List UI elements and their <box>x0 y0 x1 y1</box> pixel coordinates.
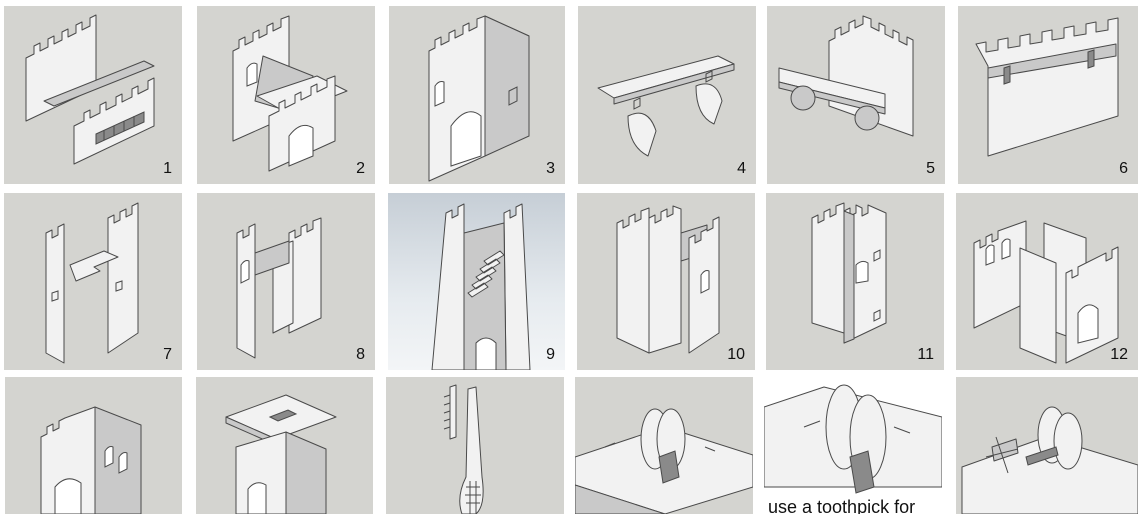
step-9-panel: 9 <box>388 193 565 370</box>
step-12-panel: 12 <box>956 193 1138 370</box>
step-3-illustration <box>428 15 530 182</box>
step-11-panel: 11 <box>766 193 944 370</box>
step-number: 8 <box>356 346 365 363</box>
step-16-panel <box>575 377 753 514</box>
step-15-panel <box>386 377 564 514</box>
step-14-illustration <box>225 394 337 514</box>
step-15-illustration <box>443 384 484 514</box>
step-1-panel: 1 <box>4 6 182 184</box>
step-17-illustration <box>764 384 942 494</box>
step-number: 5 <box>926 160 935 177</box>
step-number: 1 <box>163 160 172 177</box>
step-2-illustration <box>232 15 348 172</box>
step-2-panel: 2 <box>197 6 375 184</box>
step-number: 12 <box>1110 346 1128 363</box>
step-16-illustration <box>575 408 753 514</box>
step-8-panel: 8 <box>197 193 375 370</box>
step-1-illustration <box>25 14 155 165</box>
step-17-panel: use a toothpick for <box>764 377 942 514</box>
step-caption: use a toothpick for <box>768 497 916 514</box>
step-number: 9 <box>546 346 555 363</box>
step-11-illustration <box>811 202 887 344</box>
step-14-panel <box>196 377 373 514</box>
step-number: 10 <box>727 346 745 363</box>
step-number: 11 <box>917 346 934 363</box>
step-5-panel: 5 <box>767 6 945 184</box>
step-6-panel: 6 <box>958 6 1138 184</box>
step-number: 4 <box>737 160 746 177</box>
step-number: 6 <box>1119 160 1128 177</box>
step-number: 2 <box>356 160 365 177</box>
step-10-panel: 10 <box>577 193 755 370</box>
step-6-illustration <box>975 17 1119 157</box>
step-8-illustration <box>236 217 322 359</box>
step-13-illustration <box>40 406 142 514</box>
step-18-panel <box>956 377 1138 514</box>
step-number: 3 <box>546 160 555 177</box>
step-number: 7 <box>163 346 172 363</box>
step-3-panel: 3 <box>389 6 565 184</box>
step-13-panel <box>5 377 182 514</box>
step-4-illustration <box>597 55 735 157</box>
step-12-illustration <box>973 220 1119 364</box>
step-4-panel: 4 <box>578 6 756 184</box>
step-9-illustration <box>431 203 531 370</box>
step-10-illustration <box>616 205 720 354</box>
step-18-illustration <box>961 406 1138 514</box>
step-7-illustration <box>45 202 139 364</box>
step-5-illustration <box>778 15 914 137</box>
step-7-panel: 7 <box>4 193 182 370</box>
